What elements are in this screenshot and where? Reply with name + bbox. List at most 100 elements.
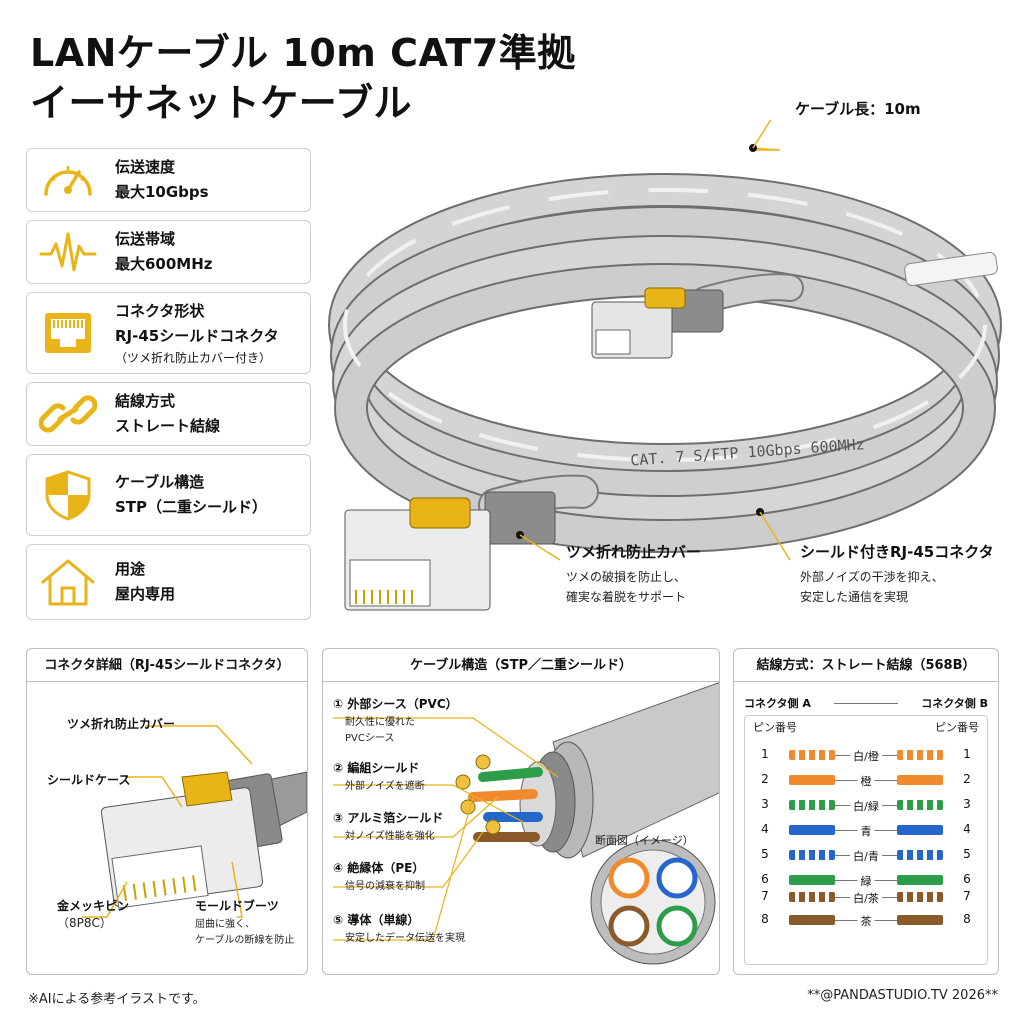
pin-number-a: 3 <box>761 797 769 811</box>
panel-heading: 結線方式：ストレート結線（568B） <box>734 649 998 682</box>
connector-callout-title: シールド付きRJ-45コネクタ <box>800 543 994 561</box>
wire-row: 1 白/橙 1 <box>745 744 987 766</box>
boot-callout-desc-2: 確実な着脱をサポート <box>566 590 687 604</box>
pin-number-b: 5 <box>963 847 971 861</box>
spec-label: 伝送帯域 <box>115 230 176 248</box>
wire-color-name: 青 <box>857 823 875 839</box>
wire-swatch-a <box>789 875 835 885</box>
wire-swatch-b <box>897 800 943 810</box>
panel-heading: ケーブル構造（STP／二重シールド） <box>323 649 719 682</box>
pin-number-a: 4 <box>761 822 769 836</box>
wire-swatch-a <box>789 775 835 785</box>
cable-coil <box>328 173 1002 553</box>
wire-color-name: 茶 <box>857 913 875 929</box>
wire-swatch-a <box>789 825 835 835</box>
wire-swatch-b <box>897 892 943 902</box>
cable-structure-illustration <box>333 682 719 965</box>
spec-label: 伝送速度 <box>115 158 176 176</box>
wire-row: 3 白/緑 3 <box>745 794 987 816</box>
pin-number-b: 4 <box>963 822 971 836</box>
boot-note-1: 屈曲に強く、 <box>195 919 255 930</box>
pin-number-b: 2 <box>963 772 971 786</box>
lower-connector <box>344 474 599 611</box>
wire-row: 6 緑 6 <box>745 869 987 891</box>
pin-number-a: 7 <box>761 889 769 903</box>
cover-label: ツメ折れ防止カバー <box>67 717 176 731</box>
upper-connector <box>591 273 804 359</box>
gold-pins-note: （8P8C） <box>57 916 112 930</box>
boot-callout-title: ツメ折れ防止カバー <box>566 543 702 561</box>
spec-card-wiring: 結線方式 ストレート結線 <box>26 382 311 446</box>
wire-row: 4 青 4 <box>745 819 987 841</box>
wire-color-name: 白/橙 <box>850 748 882 764</box>
wire-swatch-a <box>789 800 835 810</box>
pin-number-b: 1 <box>963 747 971 761</box>
layer-1-desc-1: 耐久性に優れた <box>345 717 415 728</box>
side-b-label: コネクタ側 B <box>921 697 988 710</box>
pin-number-a: 6 <box>761 872 769 886</box>
wire-swatch-b <box>897 875 943 885</box>
wire-swatch-b <box>897 750 943 760</box>
cable-structure-panel: ケーブル構造（STP／二重シールド） ① 外部シース（PVC） 耐久性に優れた … <box>322 648 720 975</box>
spec-label: 結線方式 <box>115 392 176 410</box>
title-line-1: LANケーブル 10m CAT7準拠 <box>30 31 576 75</box>
cable-length-label: ケーブル長：10m <box>795 100 921 118</box>
gold-pins-label: 金メッキピン <box>57 899 130 913</box>
spec-label: ケーブル構造 <box>115 473 205 491</box>
pin-number-a: 1 <box>761 747 769 761</box>
layer-2-title: ② 編組シールド <box>333 761 420 775</box>
layer-5-title: ⑤ 導体（単線） <box>333 913 420 927</box>
layer-1-desc-2: PVCシース <box>345 733 395 744</box>
boot-note-2: ケーブルの断線を防止 <box>195 935 295 946</box>
connector-detail-panel: コネクタ詳細（RJ-45シールドコネクタ） ツメ折れ防止カバー シールドケース … <box>26 648 308 975</box>
layer-4-desc: 信号の減衰を抑制 <box>345 881 425 892</box>
pin-number-b: 3 <box>963 797 971 811</box>
spec-value: RJ-45シールドコネクタ <box>115 327 279 345</box>
spec-value: 最大600MHz <box>115 255 213 273</box>
wire-swatch-a <box>789 850 835 860</box>
wiring-panel: 結線方式：ストレート結線（568B） コネクタ側 A コネクタ側 B ピン番号 … <box>733 648 999 975</box>
spec-card-connector: コネクタ形状 RJ-45シールドコネクタ （ツメ折れ防止カバー付き） <box>26 292 311 374</box>
pin-number-b: 7 <box>963 889 971 903</box>
house-icon <box>41 559 95 606</box>
cross-section-label: 断面図（イメージ） <box>595 834 694 847</box>
wire-row: 8 茶 8 <box>745 909 987 931</box>
spec-value: 屋内専用 <box>115 585 176 603</box>
boot-callout-desc-1: ツメの破損を防止し、 <box>566 570 687 584</box>
pin-number-a: 2 <box>761 772 769 786</box>
wire-color-name: 白/茶 <box>850 890 882 906</box>
wire-row: 2 橙 2 <box>745 769 987 791</box>
layer-4-title: ④ 絶縁体（PE） <box>333 861 425 875</box>
connector-detail-illustration <box>82 725 307 918</box>
waveform-icon <box>39 232 97 272</box>
spec-note: （ツメ折れ防止カバー付き） <box>115 351 272 365</box>
layer-2-desc: 外部ノイズを遮断 <box>345 781 425 792</box>
wire-color-name: 緑 <box>857 873 875 889</box>
pin-label-b: ピン番号 <box>935 721 979 734</box>
wire-color-name: 白/緑 <box>850 798 882 814</box>
spec-card-bandwidth: 伝送帯域 最大600MHz <box>26 220 311 284</box>
pin-number-b: 8 <box>963 912 971 926</box>
wire-swatch-a <box>789 892 835 902</box>
wire-swatch-b <box>897 915 943 925</box>
layer-5-desc: 安定したデータ伝送を実現 <box>345 933 465 944</box>
spec-value: ストレート結線 <box>115 417 221 435</box>
spec-card-speed: 伝送速度 最大10Gbps <box>26 148 311 212</box>
pin-number-a: 8 <box>761 912 769 926</box>
footer-disclaimer: ※AIによる参考イラストです。 <box>28 992 206 1007</box>
pin-number-b: 6 <box>963 872 971 886</box>
wire-swatch-a <box>789 915 835 925</box>
wire-color-name: 橙 <box>857 773 875 789</box>
spec-label: 用途 <box>115 560 146 578</box>
spec-value: STP（二重シールド） <box>115 498 268 516</box>
rj45-port-icon <box>45 313 91 353</box>
spec-card-usage: 用途 屋内専用 <box>26 544 311 620</box>
panel-heading: コネクタ詳細（RJ-45シールドコネクタ） <box>27 649 307 682</box>
pin-number-a: 5 <box>761 847 769 861</box>
side-a-label: コネクタ側 A <box>744 697 811 710</box>
pin-label-a: ピン番号 <box>753 721 797 734</box>
footer-credit: **@PANDASTUDIO.TV 2026** <box>807 988 998 1003</box>
connector-callout-desc-1: 外部ノイズの干渉を抑え、 <box>800 570 944 584</box>
wire-swatch-b <box>897 850 943 860</box>
